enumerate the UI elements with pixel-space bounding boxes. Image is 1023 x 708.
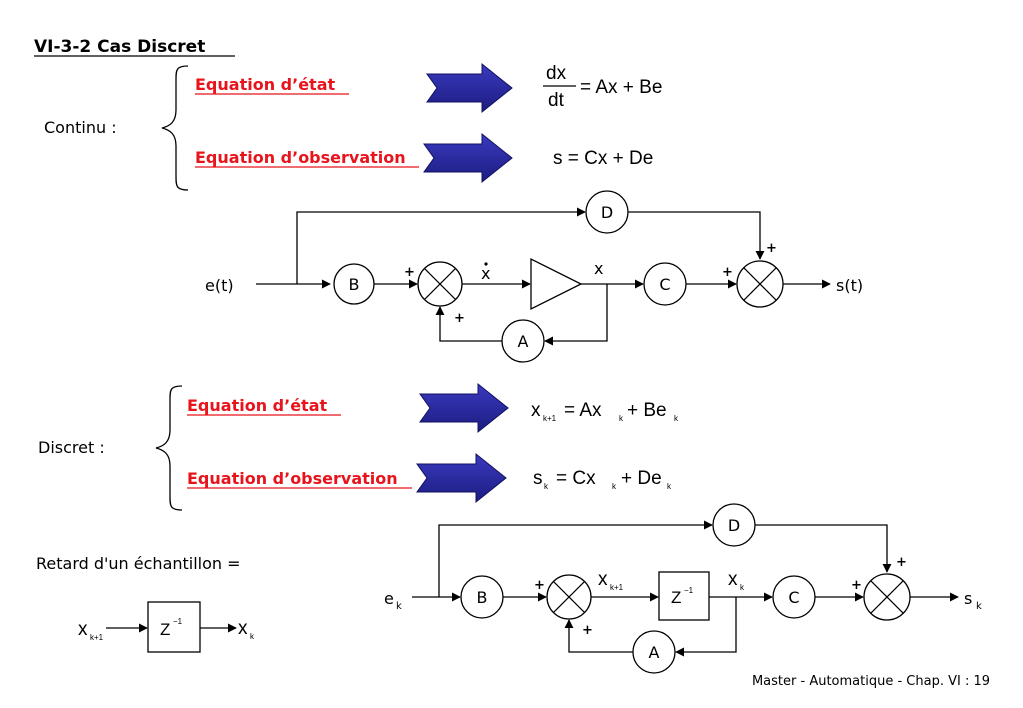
delay-definition-diagram: x k+1 Z −1 x k <box>78 601 255 653</box>
cont-wire-d-sum <box>628 211 765 260</box>
disc-xk-label: x <box>728 569 738 590</box>
disc-delay-block <box>658 571 710 621</box>
cont-input-label: e(t) <box>205 276 234 295</box>
cont-state-eq-rhs: = Ax + Be <box>580 77 662 98</box>
continuous-obs-arrow-icon <box>423 132 513 184</box>
discrete-obs-equation: s k = Cx k + De k <box>533 468 672 491</box>
disc-wire-feedback-a <box>675 597 737 657</box>
svg-text:k: k <box>740 583 745 592</box>
disc-wire-feedthrough <box>438 520 713 597</box>
cont-wire-feedthrough <box>296 207 586 284</box>
svg-text:s: s <box>533 468 543 489</box>
svg-text:k: k <box>667 482 672 491</box>
disc-sum2-plus-in: + <box>851 578 862 593</box>
disc-sum1-plus-fb: + <box>582 623 593 638</box>
svg-text:k: k <box>619 414 624 423</box>
slide-title: VI-3-2 Cas Discret <box>34 37 205 57</box>
disc-input-label: e <box>384 589 394 608</box>
cont-sum1-plus-fb: + <box>454 311 465 326</box>
cont-sum2-plus-top: + <box>766 241 777 256</box>
disc-block-a-label: A <box>649 643 660 662</box>
cont-block-b-label: B <box>349 275 360 294</box>
cont-wire-feedback-a <box>544 284 608 346</box>
cont-block-a-label: A <box>518 332 529 351</box>
disc-sum2-plus-top: + <box>896 555 907 570</box>
continuous-state-heading: Equation d’état <box>195 75 335 94</box>
svg-text:k: k <box>250 632 255 641</box>
cont-output-label: s(t) <box>836 276 863 295</box>
svg-text:−1: −1 <box>173 617 183 626</box>
disc-output-label: s <box>964 589 972 608</box>
cont-sum1-plus-in: + <box>404 265 415 280</box>
svg-text:= Cx: = Cx <box>556 468 596 489</box>
disc-wire-d-sum <box>755 524 892 573</box>
svg-text:k+1: k+1 <box>543 414 557 423</box>
svg-text:−1: −1 <box>684 586 694 595</box>
cont-block-d-label: D <box>601 203 613 222</box>
cont-wire-a-sum <box>435 306 502 342</box>
cont-sum2-plus-in: + <box>722 265 733 280</box>
svg-text:+ De: + De <box>621 468 662 489</box>
continuous-block-diagram: e(t) B + x x C + D + s(t) A + <box>205 190 863 363</box>
disc-xk1-label: x <box>598 569 608 590</box>
continuous-obs-heading: Equation d’observation <box>195 148 406 167</box>
disc-wire-a-sum <box>564 619 633 653</box>
discrete-brace <box>155 385 183 511</box>
svg-text:= Ax: = Ax <box>564 400 602 421</box>
svg-text:+ Be: + Be <box>627 400 667 421</box>
cont-obs-eq: s = Cx + De <box>553 148 653 169</box>
delay-text: Retard d'un échantillon = <box>36 554 241 573</box>
disc-block-d-label: D <box>728 516 740 535</box>
discrete-state-equation: x k+1 = Ax k + Be k <box>531 400 679 423</box>
svg-text:Z: Z <box>160 620 170 639</box>
disc-delay-z-label: Z <box>671 588 681 607</box>
svg-text:x: x <box>531 400 541 421</box>
cont-x-label: x <box>594 259 603 278</box>
disc-block-b-label: B <box>477 588 488 607</box>
svg-text:x: x <box>238 618 248 639</box>
cont-state-eq-num: dx <box>546 63 567 84</box>
svg-text:k: k <box>396 601 402 612</box>
cont-integrator-triangle <box>530 257 583 311</box>
continuous-brace <box>161 65 189 191</box>
svg-text:x: x <box>78 619 88 640</box>
svg-text:k: k <box>544 482 549 491</box>
svg-text:k+1: k+1 <box>90 633 104 642</box>
cont-xdot-dot <box>484 262 488 266</box>
cont-block-c-label: C <box>659 275 670 294</box>
continuous-label: Continu : <box>44 118 117 137</box>
discrete-obs-heading: Equation d’observation <box>187 469 398 488</box>
svg-text:k+1: k+1 <box>610 583 624 592</box>
cont-xdot-label: x <box>481 264 490 283</box>
delay-block <box>147 601 201 653</box>
discrete-obs-arrow-icon <box>416 452 507 504</box>
discrete-state-arrow-icon <box>419 382 509 434</box>
discrete-state-heading: Equation d’état <box>187 396 327 415</box>
svg-text:k: k <box>674 414 679 423</box>
discrete-block-diagram: e k B + x k+1 Z −1 x k C + D + s k <box>384 503 982 674</box>
cont-state-eq-den: dt <box>548 90 565 111</box>
continuous-state-arrow-icon <box>426 62 513 114</box>
disc-block-c-label: C <box>788 588 799 607</box>
discrete-label: Discret : <box>38 438 105 457</box>
svg-text:k: k <box>976 601 982 612</box>
svg-text:k: k <box>612 482 617 491</box>
slide-footer: Master - Automatique - Chap. VI : 19 <box>752 674 990 689</box>
disc-sum1-plus-in: + <box>534 578 545 593</box>
